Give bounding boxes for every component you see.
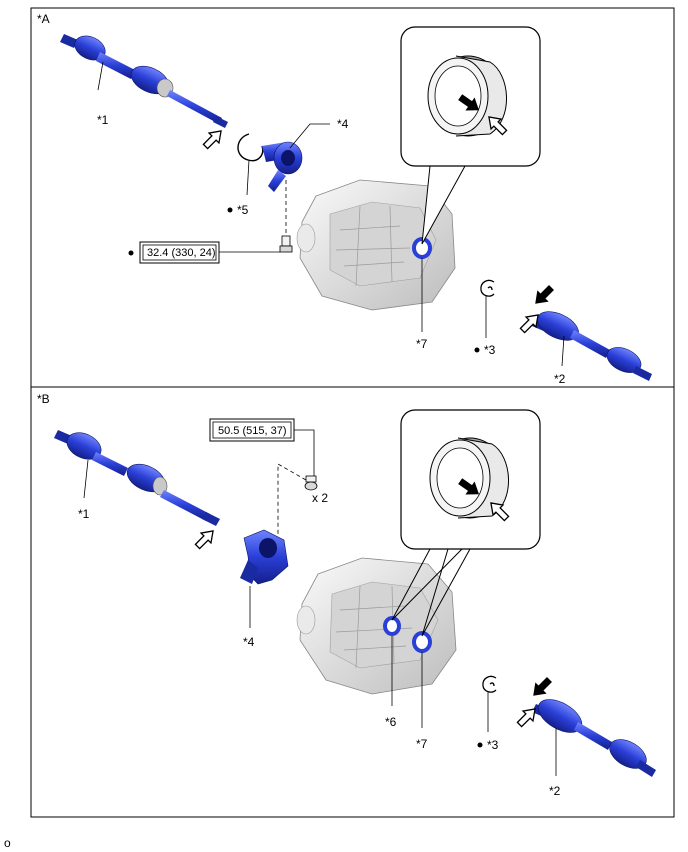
bearing-bracket-a — [262, 141, 303, 192]
bearing-bracket-b — [240, 529, 289, 585]
bullet-dot-icon — [477, 742, 483, 748]
drive-shaft-left-a — [60, 34, 228, 128]
callout-a-4: *4 — [337, 117, 349, 131]
callout-b-4: *4 — [243, 635, 255, 649]
bullet-dot-icon — [474, 347, 480, 353]
torque-value-a: 32.4 (330, 24) — [147, 247, 216, 259]
bullet-dot-icon — [227, 207, 233, 213]
callout-a-3: *3 — [484, 343, 496, 357]
transaxle-housing-b — [296, 557, 457, 695]
callout-b-3: *3 — [487, 738, 499, 752]
callout-a-7: *7 — [416, 337, 428, 351]
torque-value-b: 50.5 (515, 37) — [218, 425, 287, 437]
oil-seal-detail-a — [427, 55, 507, 137]
drive-shaft-right-a — [532, 311, 652, 381]
torque-box-b-inner — [212, 421, 292, 439]
panel-b-tag: *B — [37, 392, 50, 406]
circlip-a — [480, 279, 495, 297]
zoom-pointer-b-2 — [421, 548, 471, 637]
bolt-b — [304, 475, 318, 491]
callout-a-2: *2 — [554, 372, 566, 386]
callout-b-1: *1 — [78, 507, 90, 521]
snap-ring-a — [237, 133, 264, 162]
bullet-dot-icon — [128, 250, 134, 256]
zoom-pointer-b-1 — [391, 548, 463, 621]
callout-b-2: *2 — [549, 784, 561, 798]
arrow-solid-icon — [529, 281, 558, 310]
callout-a-5: *5 — [237, 203, 249, 217]
bolt-quantity: x 2 — [312, 491, 328, 505]
bolt-a — [279, 235, 293, 253]
torque-box-a-inner — [142, 244, 217, 261]
drive-shaft-left-b — [54, 430, 220, 526]
callout-a-1: *1 — [97, 113, 109, 127]
panel-a-tag: *A — [37, 12, 50, 26]
arrow-outline-icon — [199, 125, 227, 153]
callout-b-6: *6 — [385, 715, 397, 729]
zoom-pointer-a — [421, 165, 466, 245]
figure-code: o — [4, 836, 11, 850]
panel-b-frame — [30, 386, 675, 818]
arrow-solid-icon — [527, 673, 556, 702]
drive-shaft-right-b — [532, 699, 656, 777]
transaxle-housing-a — [296, 179, 456, 311]
arrow-outline-icon — [191, 525, 219, 553]
callout-b-7: *7 — [416, 737, 428, 751]
circlip-b — [482, 675, 497, 693]
